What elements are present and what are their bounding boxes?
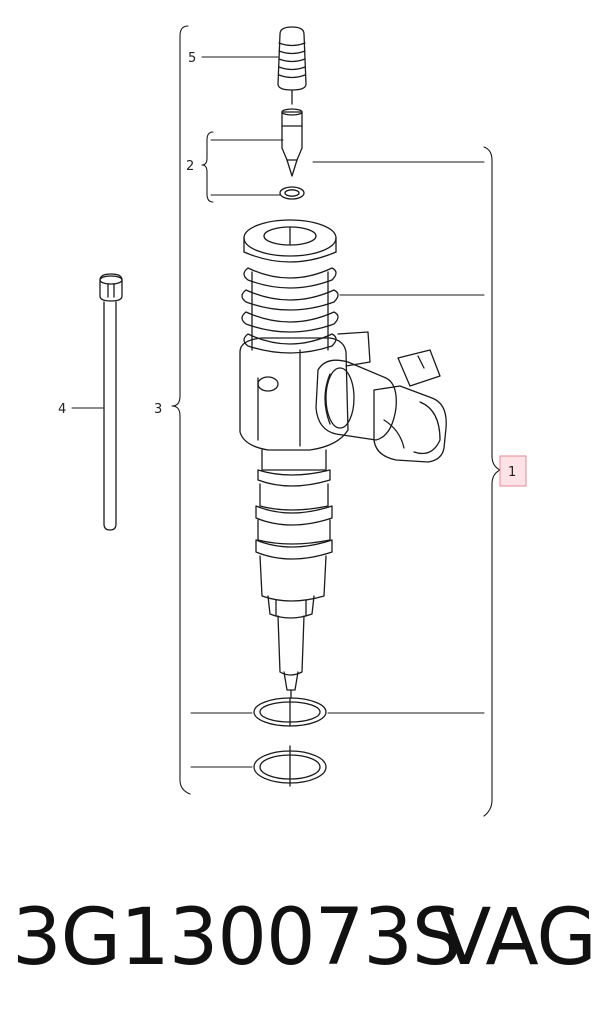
callout-5: 5 (188, 51, 196, 66)
part-5-cap (277, 26, 307, 105)
brace-part-3 (171, 25, 191, 795)
injector-exploded-diagram: 5 2 3 4 1 (58, 25, 527, 817)
lower-o-ring-lower (253, 745, 327, 787)
brace-part-2 (201, 131, 214, 203)
brand-name: VAG (438, 893, 597, 983)
callout-1: 1 (508, 465, 516, 480)
brace-part-1 (483, 146, 501, 817)
leader-lines (71, 56, 485, 768)
callout-2: 2 (186, 159, 194, 174)
part-4-bolt (99, 273, 123, 531)
callout-1-highlight (499, 455, 527, 487)
lower-o-ring-upper (253, 697, 327, 727)
callout-3: 3 (154, 402, 162, 417)
part-2-valve (279, 108, 305, 200)
part-1-injector (239, 219, 447, 699)
callout-4: 4 (58, 402, 66, 417)
caption-bar: 3G130073S VAG (0, 868, 600, 1008)
part-number: 3G130073S (12, 893, 461, 983)
